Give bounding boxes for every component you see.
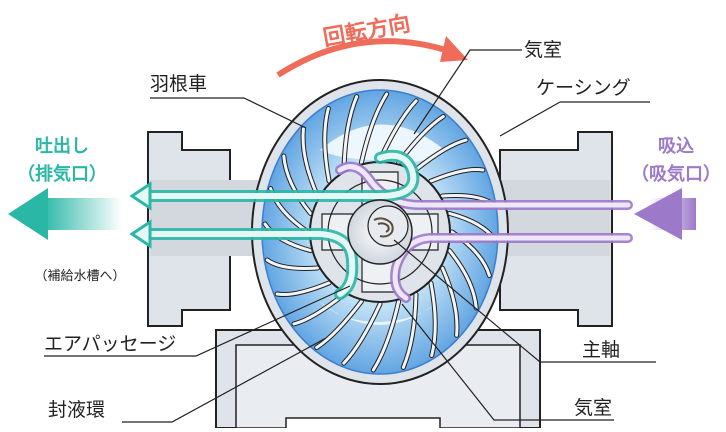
discharge-arrow [8,188,122,240]
impeller-blade [448,249,478,310]
leader-chamber-bottom [401,303,614,421]
label-discharge-line2: （排気口） [17,163,107,185]
gas-chamber-lower [318,300,440,325]
main-shaft [347,199,413,265]
impeller-blades [262,91,498,373]
impeller-blade [429,167,485,183]
rotation-arrow [276,38,453,78]
label-chamber-top: 気室 [524,39,562,61]
impeller-blade [440,266,459,337]
label-impeller: 羽根車 [150,73,207,95]
impeller-blade [301,127,320,198]
leader-air-passage [44,285,351,357]
label-air-passage: エアパッセージ [44,333,176,355]
label-liquid-ring: 封液環 [48,399,105,421]
leader-lines [44,49,656,423]
impeller-blade [359,92,389,164]
impeller-blade [429,281,437,357]
discharge-arrowhead-lower [129,219,152,249]
label-main-shaft: 主軸 [582,339,620,361]
leader-impeller [150,97,307,129]
impeller-blade [265,258,320,270]
impeller-blade [342,95,359,172]
label-intake-line1: 吸込 [658,136,694,157]
impeller-blade [315,300,363,349]
rotation-arrowhead [440,36,468,62]
gas-chamber-upper [320,124,442,163]
leader-main-shaft [393,239,656,363]
leader-chamber-top [413,49,522,135]
leader-casing [499,101,650,137]
label-rotation: 回転方向 [321,11,412,52]
impeller-blade [414,138,468,172]
impeller-blade [323,107,331,183]
label-to-tank: （補給水槽へ） [34,269,125,284]
impeller-blade [342,302,382,365]
label-intake-line2: （吸気口） [631,163,721,185]
leader-liquid-ring [122,337,327,423]
impeller-blade [275,281,331,297]
intake-flow [335,161,633,303]
impeller-blade [282,154,312,215]
impeller-blade [371,300,401,372]
label-discharge-line1: 吐出し [35,135,89,157]
impeller-blade [401,292,418,369]
intake-arrow [634,188,696,240]
label-casing: ケーシング [536,77,631,99]
discharge-arrowhead-upper [129,181,152,211]
label-chamber-bottom: 気室 [574,397,612,419]
